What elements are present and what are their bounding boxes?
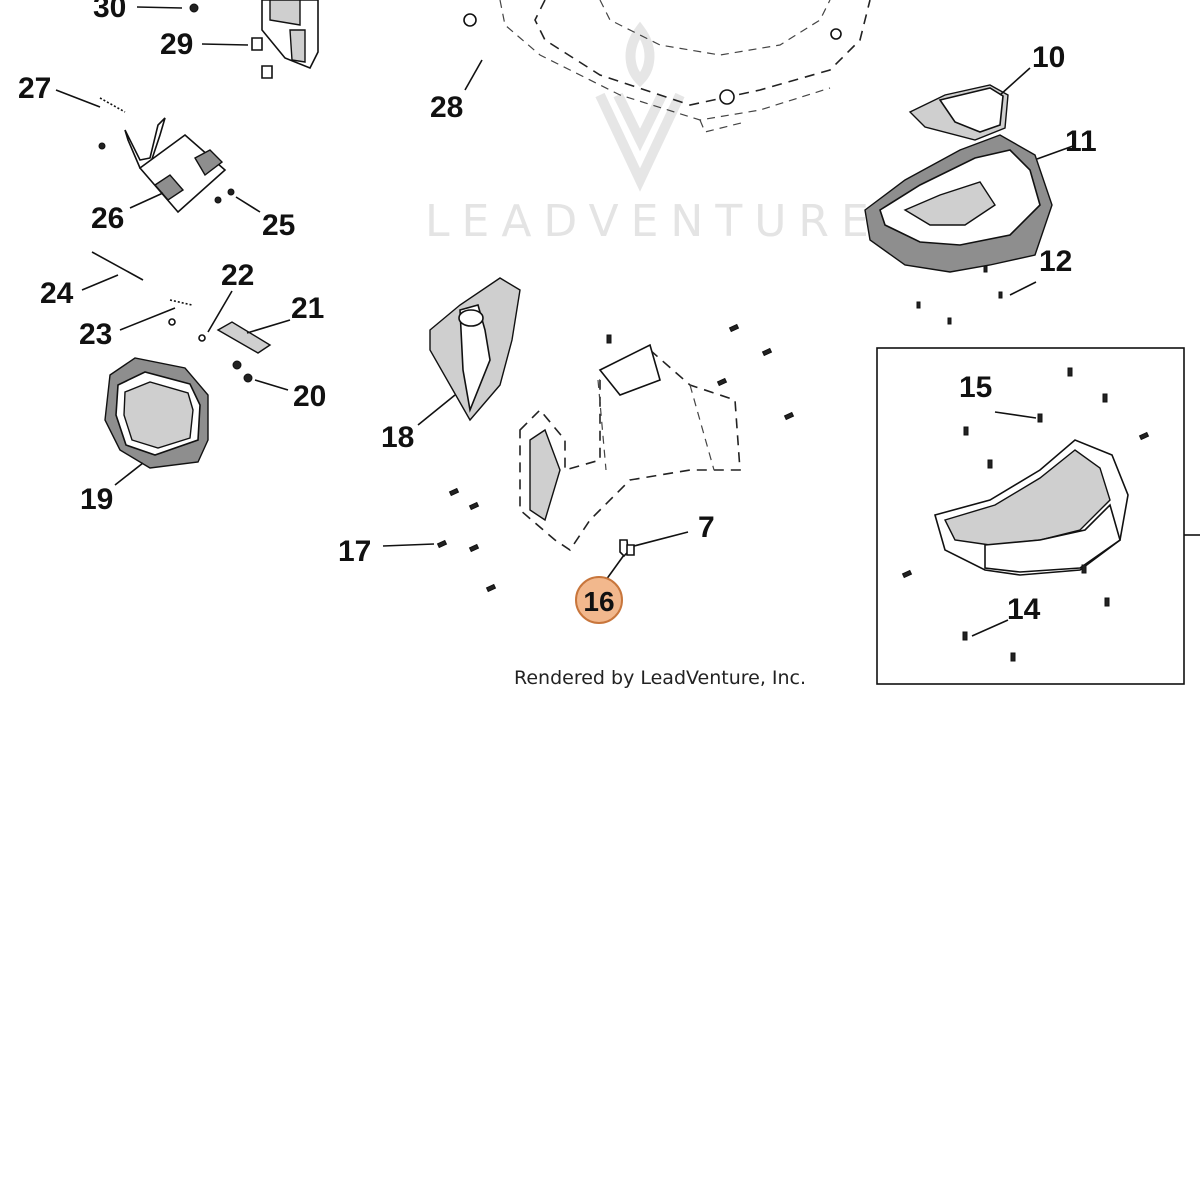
console-assembly <box>864 84 1053 325</box>
callout-23: 23 <box>79 318 112 351</box>
callout-15: 15 <box>959 371 992 404</box>
callout-11: 11 <box>1065 125 1097 158</box>
nut-icon <box>243 373 253 383</box>
watermark: LEADVENTURE <box>425 21 881 247</box>
rod <box>91 251 144 281</box>
callout-18: 18 <box>381 421 414 454</box>
callout-28: 28 <box>430 91 463 124</box>
screw-icon <box>227 188 235 196</box>
deck-bolt-icon <box>719 89 735 105</box>
deck-bolt-icon <box>830 28 842 40</box>
highlighted-part-16[interactable]: 16 <box>575 576 623 624</box>
callout-17: 17 <box>338 535 371 568</box>
callout-29: 29 <box>160 28 193 61</box>
callout-22: 22 <box>221 259 254 292</box>
spring-icon <box>99 97 126 113</box>
base-kit-box <box>876 347 1200 685</box>
latch-assembly <box>98 97 235 214</box>
callout-20: 20 <box>293 380 326 413</box>
deck-assembly <box>463 0 871 133</box>
deck-nut-icon <box>463 13 477 27</box>
screw-icon <box>214 196 222 204</box>
watermark-text: LEADVENTURE <box>425 196 881 247</box>
spring-icon <box>169 299 193 306</box>
callout-26: 26 <box>91 202 124 235</box>
callout-19: 19 <box>80 483 113 516</box>
headlight-bezel <box>104 357 209 469</box>
clip-icon <box>619 539 629 558</box>
watermark-logo-icon <box>595 21 685 192</box>
callout-24: 24 <box>40 277 74 310</box>
latch-block <box>194 149 224 177</box>
callout-16[interactable]: 16 <box>583 586 614 617</box>
chute-part <box>429 277 521 422</box>
nut-icon <box>232 360 242 370</box>
callout-27: 27 <box>18 72 51 105</box>
pin-icon <box>198 334 206 342</box>
latch-block <box>153 174 185 201</box>
bolt-icon <box>251 37 263 51</box>
highlight-circle[interactable] <box>575 576 623 624</box>
render-credit: Rendered by LeadVenture, Inc. <box>514 667 806 689</box>
bracket-assembly <box>189 0 319 79</box>
linkage-parts <box>91 251 272 383</box>
leader-lines <box>55 6 1074 637</box>
bolt-icon <box>261 65 273 79</box>
housing-screws <box>436 323 795 593</box>
latch-arm <box>124 117 166 169</box>
screw-icon <box>189 3 199 13</box>
callout-21: 21 <box>291 292 324 325</box>
callout-labels: 30 29 28 27 26 25 24 23 22 21 20 19 18 1… <box>18 0 1097 626</box>
callout-25: 25 <box>262 209 295 242</box>
callout-30: 30 <box>93 0 126 24</box>
callout-7: 7 <box>698 511 715 544</box>
screw-icon <box>98 142 106 150</box>
callout-12: 12 <box>1039 245 1072 278</box>
housing-dashed <box>519 343 741 552</box>
pin-icon <box>168 318 176 326</box>
mount-bracket <box>216 321 272 354</box>
callout-10: 10 <box>1032 41 1065 74</box>
callout-14: 14 <box>1007 593 1041 626</box>
